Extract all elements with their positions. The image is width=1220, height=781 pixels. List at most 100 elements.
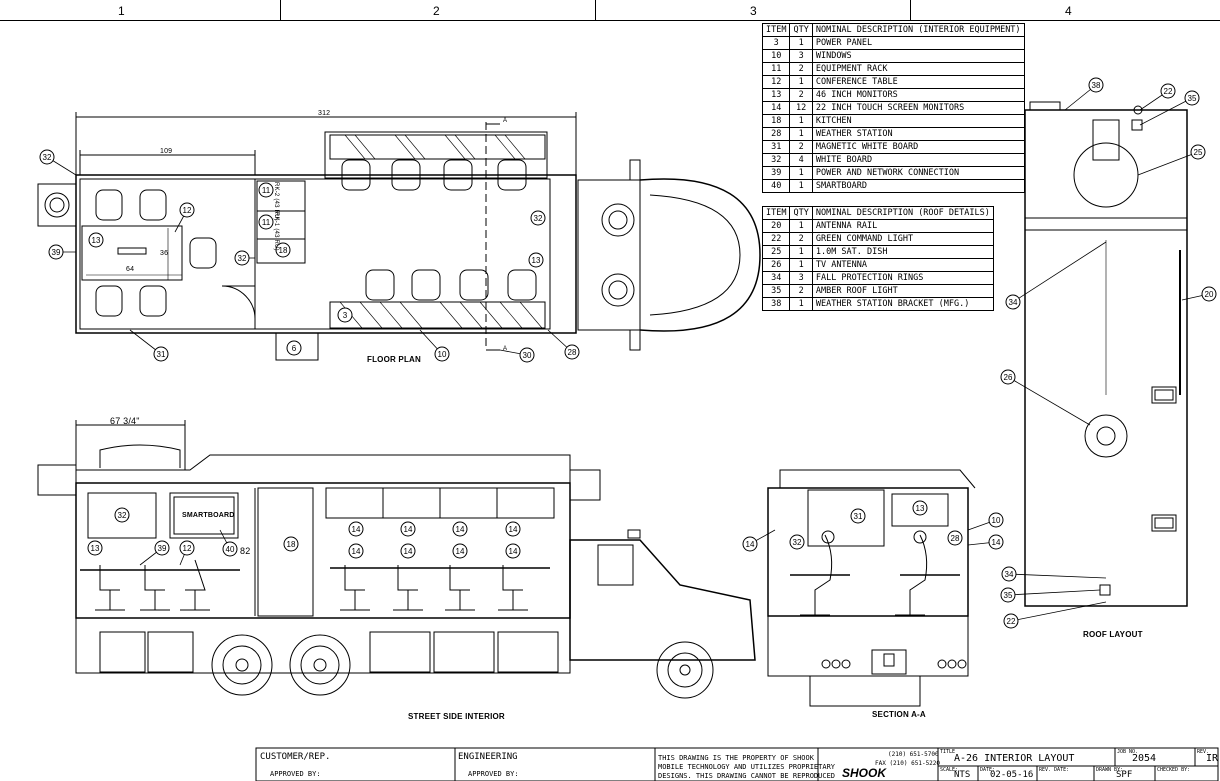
- smartboard: [169, 492, 239, 539]
- scale-label: SCALE:: [940, 767, 959, 773]
- bottom-counter: [329, 301, 546, 329]
- job-number: 2054: [1132, 753, 1157, 764]
- zone-divider: [910, 0, 911, 20]
- description-cell: SMARTBOARD: [811, 179, 1025, 193]
- svg-text:3: 3: [343, 311, 348, 320]
- svg-text:12: 12: [183, 206, 192, 215]
- callout-30: 30: [499, 347, 535, 363]
- notice-line-2: MOBILE TECHNOLOGY AND UTILIZES PROPRIETA…: [658, 763, 836, 771]
- callout-11: 11: [258, 214, 274, 230]
- svg-text:14: 14: [509, 547, 518, 556]
- callout-28: 28: [547, 329, 580, 360]
- callout-39: 39: [139, 540, 170, 566]
- floor-plan-label: FLOOR PLAN: [367, 355, 421, 364]
- callout-13: 13: [912, 500, 928, 516]
- svg-text:20: 20: [1205, 290, 1214, 299]
- svg-text:14: 14: [509, 525, 518, 534]
- callout-14: 14: [348, 543, 364, 559]
- zone-divider: [280, 0, 281, 20]
- qty-cell: 1: [789, 179, 813, 193]
- wheel-bottom: [601, 273, 635, 307]
- lower-compartment-doors: [99, 631, 559, 673]
- callout-38: 38: [1064, 77, 1104, 111]
- callout-14: 14: [505, 543, 521, 559]
- drawn-by-value: SPF: [1116, 770, 1133, 780]
- qty-cell: 1: [789, 258, 813, 272]
- rev-label: REV.: [1197, 749, 1210, 755]
- drawn-by-label: DRAWN BY:: [1096, 767, 1124, 773]
- title-block-lines: [255, 747, 1219, 781]
- svg-text:14: 14: [352, 547, 361, 556]
- callout-34: 34: [1001, 566, 1107, 582]
- callout-18: 18: [283, 536, 299, 552]
- street-side-label: STREET SIDE INTERIOR: [408, 712, 505, 721]
- svg-text:14: 14: [404, 525, 413, 534]
- svg-text:10: 10: [438, 350, 447, 359]
- scale-value: NTS: [954, 770, 971, 780]
- svg-text:18: 18: [279, 246, 288, 255]
- svg-text:22: 22: [1164, 87, 1173, 96]
- phone-number: (210) 651-5700: [888, 751, 939, 758]
- top-counter: [329, 134, 546, 160]
- whiteboard-32: [87, 492, 157, 539]
- svg-text:35: 35: [1004, 591, 1013, 600]
- notice-line-3: DESIGNS. THIS DRAWING CANNOT BE REPRODUC…: [658, 772, 836, 780]
- callout-10: 10: [967, 512, 1004, 531]
- callout-11: 11: [258, 182, 274, 198]
- kitchen: [257, 487, 314, 617]
- rear-wheels: [211, 634, 351, 696]
- floor-plan-body-outline: [75, 174, 577, 334]
- engineering-label: ENGINEERING: [458, 752, 518, 762]
- callout-12: 12: [174, 202, 195, 233]
- zone-divider: [595, 0, 596, 20]
- svg-text:32: 32: [793, 538, 802, 547]
- svg-text:14: 14: [992, 538, 1001, 547]
- rev-date-label: REV. DATE:: [1039, 767, 1070, 773]
- dim-room: 109: [160, 148, 173, 155]
- svg-text:32: 32: [534, 214, 543, 223]
- shook-logo: SHOOK: [842, 766, 887, 780]
- callout-32: 32: [789, 534, 805, 550]
- callout-28: 28: [947, 530, 963, 546]
- callout-3: 3: [337, 307, 353, 323]
- callout-35: 35: [1139, 90, 1200, 126]
- wheel-top: [601, 203, 635, 237]
- svg-text:34: 34: [1005, 570, 1014, 579]
- item-cell: 38: [761, 297, 791, 311]
- roof-dish: [99, 444, 181, 468]
- tv-antenna: [1084, 414, 1128, 458]
- roof-details-table: ITEM QTY NOMINAL DESCRIPTION (ROOF DETAI…: [761, 206, 994, 311]
- item-cell: 18: [761, 114, 791, 128]
- side-chairs: [95, 559, 528, 611]
- street-side-body-outline: [75, 482, 571, 619]
- zone-4: 4: [1065, 4, 1072, 18]
- callout-32: 32: [530, 210, 546, 226]
- svg-text:13: 13: [92, 236, 101, 245]
- item-cell: 40: [761, 179, 791, 193]
- magnetic-whiteboard: [807, 489, 885, 547]
- section-label: SECTION A-A: [872, 710, 926, 719]
- rack-label-2: RK-2 (43 RU): [273, 182, 279, 221]
- callout-35: 35: [1000, 587, 1101, 603]
- svg-text:11: 11: [262, 218, 271, 227]
- svg-text:31: 31: [854, 512, 863, 521]
- svg-text:22: 22: [1007, 617, 1016, 626]
- svg-text:40: 40: [226, 545, 235, 554]
- engineering-approved-label: APPROVED BY:: [468, 770, 519, 778]
- callout-13: 13: [87, 540, 103, 556]
- lower-compartments: [75, 617, 571, 674]
- customer-rep-label: CUSTOMER/REP.: [260, 752, 331, 762]
- callout-14: 14: [742, 529, 776, 552]
- floor-plan-view: [37, 112, 761, 361]
- amber-light-top: [1131, 119, 1143, 131]
- callout-14: 14: [400, 543, 416, 559]
- dim-top: 67 3/4": [110, 416, 140, 426]
- step: [275, 333, 319, 361]
- svg-text:34: 34: [1009, 298, 1018, 307]
- callout-22: 22: [1139, 83, 1176, 111]
- svg-text:28: 28: [568, 348, 577, 357]
